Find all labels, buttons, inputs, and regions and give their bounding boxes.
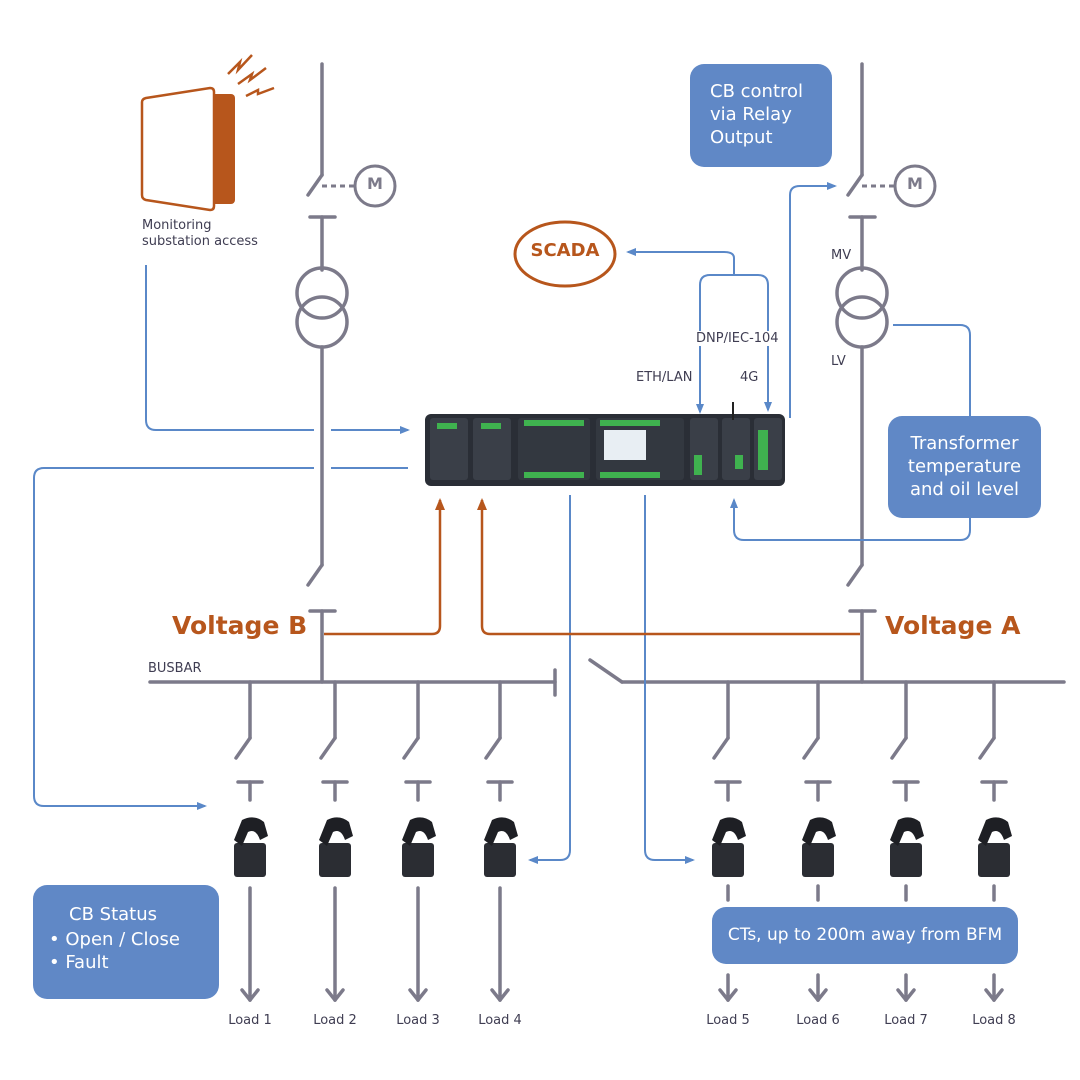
load-label: Load 2 — [313, 1013, 357, 1028]
branch-2 — [319, 680, 349, 802]
4g-label: 4G — [740, 370, 759, 385]
cb-control-box: CB control via Relay Output — [690, 64, 832, 167]
cb-control-line-1: CB control — [710, 81, 804, 102]
motor-label-left: M — [367, 174, 383, 193]
left-feeder — [295, 62, 397, 684]
load-label: Load 8 — [972, 1013, 1016, 1028]
load-branches — [234, 680, 1008, 1002]
scada-node — [513, 220, 617, 288]
current-transformer-icon — [234, 817, 268, 877]
load-label: Load 5 — [706, 1013, 750, 1028]
lv-label: LV — [831, 354, 846, 369]
door-alarm-icon — [140, 54, 275, 212]
branch-4 — [484, 680, 514, 802]
load-arrow-3 — [408, 886, 428, 1002]
ct-group — [234, 817, 1012, 877]
mv-label: MV — [831, 248, 852, 263]
current-transformer-icon — [484, 817, 518, 877]
current-transformer-icon — [978, 817, 1012, 877]
current-transformer-icon — [319, 817, 353, 877]
transformer-line-1: Transformer — [910, 433, 1019, 454]
voltage-a-label: Voltage A — [885, 611, 1021, 640]
voltage-lines — [324, 498, 860, 636]
load-arrow-1 — [240, 886, 260, 1002]
load-label: Load 4 — [478, 1013, 522, 1028]
branch-6 — [802, 680, 832, 802]
branch-1 — [234, 680, 264, 802]
eth-label: ETH/LAN — [636, 370, 693, 385]
cb-status-item-text: Fault — [65, 952, 109, 973]
load-arrow-6 — [808, 884, 828, 1002]
right-feeder — [835, 62, 937, 684]
cb-status-item-text: Open / Close — [65, 929, 180, 950]
load-arrow-7 — [896, 884, 916, 1002]
monitoring-label: Monitoring substation access — [142, 218, 258, 250]
load-label: Load 3 — [396, 1013, 440, 1028]
load-arrow-5 — [718, 884, 738, 1002]
monitoring-line-2: substation access — [142, 234, 258, 249]
cb-status-item: • Fault — [49, 952, 109, 973]
transformer-box: Transformer temperature and oil level — [888, 416, 1041, 518]
cb-status-item: • Open / Close — [49, 929, 180, 950]
dnp-label: DNP/IEC-104 — [694, 331, 781, 346]
load-arrow-8 — [984, 884, 1004, 1002]
current-transformer-icon — [890, 817, 924, 877]
voltage-b-label: Voltage B — [172, 611, 308, 640]
branch-3 — [402, 680, 432, 802]
bfm-meter-device — [425, 402, 785, 486]
monitoring-line-1: Monitoring — [142, 218, 212, 233]
cb-status-box: CB Status • Open / Close • Fault — [33, 885, 219, 999]
current-transformer-icon — [712, 817, 746, 877]
branch-8 — [978, 680, 1008, 802]
transformer-line-2: temperature — [907, 456, 1022, 477]
scada-label: SCADA — [530, 240, 600, 261]
busbar — [148, 658, 1066, 697]
current-transformer-icon — [402, 817, 436, 877]
cb-control-line-2: via Relay — [710, 104, 792, 125]
cb-status-title: CB Status — [69, 904, 157, 925]
load-arrow-4 — [490, 886, 510, 1002]
load-label: Load 1 — [228, 1013, 272, 1028]
branch-5 — [712, 680, 742, 802]
branch-7 — [890, 680, 920, 802]
cb-control-line-3: Output — [710, 127, 773, 148]
cts-box: CTs, up to 200m away from BFM — [712, 907, 1018, 964]
signal-lines — [33, 182, 971, 864]
busbar-label: BUSBAR — [148, 661, 202, 676]
current-transformer-icon — [802, 817, 836, 877]
transformer-line-3: and oil level — [909, 479, 1020, 500]
motor-label-right: M — [907, 174, 923, 193]
load-label: Load 6 — [796, 1013, 840, 1028]
load-label: Load 7 — [884, 1013, 928, 1028]
load-arrow-2 — [325, 886, 345, 1002]
